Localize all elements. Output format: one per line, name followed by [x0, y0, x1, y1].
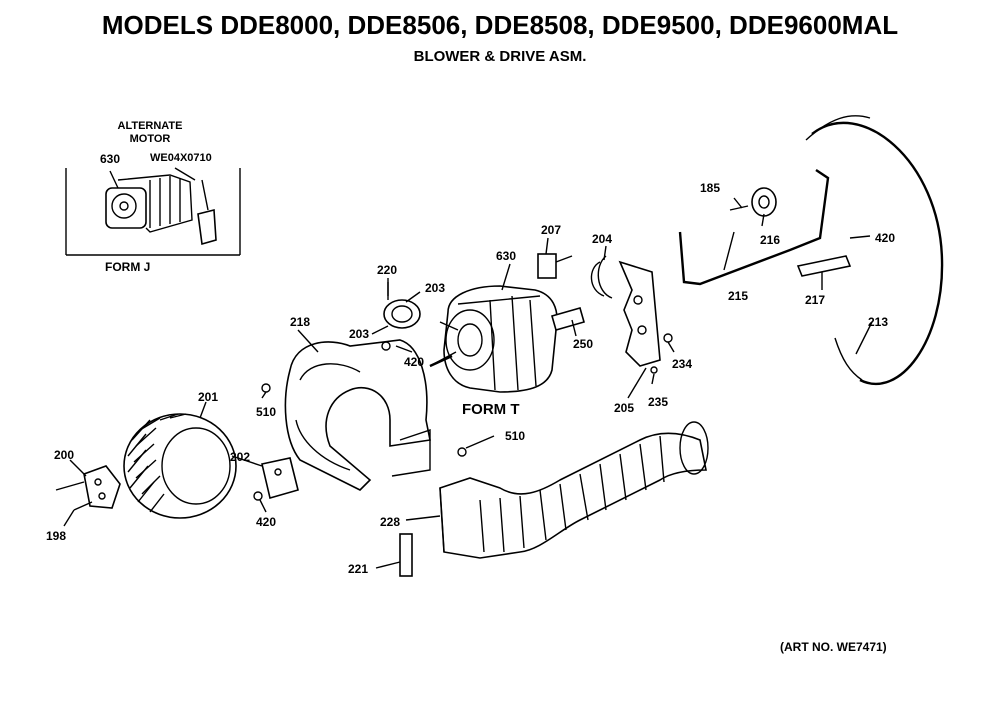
label-216: 216	[760, 233, 780, 247]
blower-bracket-200	[55, 465, 121, 511]
label-207: 207	[541, 223, 561, 237]
drive-belt-213	[805, 115, 944, 386]
housing-plate-202	[261, 457, 299, 499]
label-185: 185	[700, 181, 720, 195]
label-218: 218	[290, 315, 310, 329]
idler-arm-215	[678, 169, 830, 286]
label-217: 217	[805, 293, 825, 307]
centrifugal-switch-207	[537, 253, 573, 279]
label-420-lower: 420	[256, 515, 276, 529]
label-510-center: 510	[505, 429, 525, 443]
leader-lines	[63, 197, 873, 569]
label-220: 220	[377, 263, 397, 277]
label-234: 234	[672, 357, 692, 371]
duct-seal-221	[399, 533, 413, 577]
page-title: MODELS DDE8000, DDE8506, DDE8508, DDE950…	[101, 10, 899, 40]
label-630-inset: 630	[100, 152, 120, 166]
label-we04x0710: WE04X0710	[150, 152, 212, 164]
label-221: 221	[348, 562, 368, 576]
label-204: 204	[592, 232, 612, 246]
idler-pulley-216	[729, 187, 777, 217]
label-420-center: 420	[404, 355, 424, 369]
motor-clamp-203	[383, 282, 421, 329]
alternate-motor-drawing	[105, 167, 217, 246]
label-630: 630	[496, 249, 516, 263]
label-201: 201	[198, 390, 218, 404]
label-200: 200	[54, 448, 74, 462]
label-510-left: 510	[256, 405, 276, 419]
inset-heading-line1: ALTERNATE	[118, 120, 183, 132]
label-203-top: 203	[425, 281, 445, 295]
blower-housing-218	[284, 339, 431, 491]
exhaust-duct-228	[439, 421, 709, 559]
drive-motor-630: FORM T	[429, 285, 585, 418]
label-235: 235	[648, 395, 668, 409]
label-form-j: FORM J	[105, 260, 150, 274]
label-203-left: 203	[349, 327, 369, 341]
label-215: 215	[728, 289, 748, 303]
inset-heading-line2: MOTOR	[130, 133, 171, 145]
motor-mount-bracket	[590, 255, 661, 367]
label-202: 202	[230, 450, 250, 464]
label-250: 250	[573, 337, 593, 351]
art-number: (ART NO. WE7471)	[780, 640, 887, 654]
page-subtitle: BLOWER & DRIVE ASM.	[413, 48, 587, 65]
label-420-right: 420	[875, 231, 895, 245]
label-form-t: FORM T	[462, 401, 520, 418]
label-205: 205	[614, 401, 634, 415]
label-213: 213	[868, 315, 888, 329]
label-228: 228	[380, 515, 400, 529]
label-198: 198	[46, 529, 66, 543]
alternate-motor-inset: ALTERNATE MOTOR 630 WE04X0710 FORM J	[65, 120, 241, 274]
blower-wheel-201	[123, 413, 237, 519]
idler-bracket-217	[796, 235, 871, 277]
